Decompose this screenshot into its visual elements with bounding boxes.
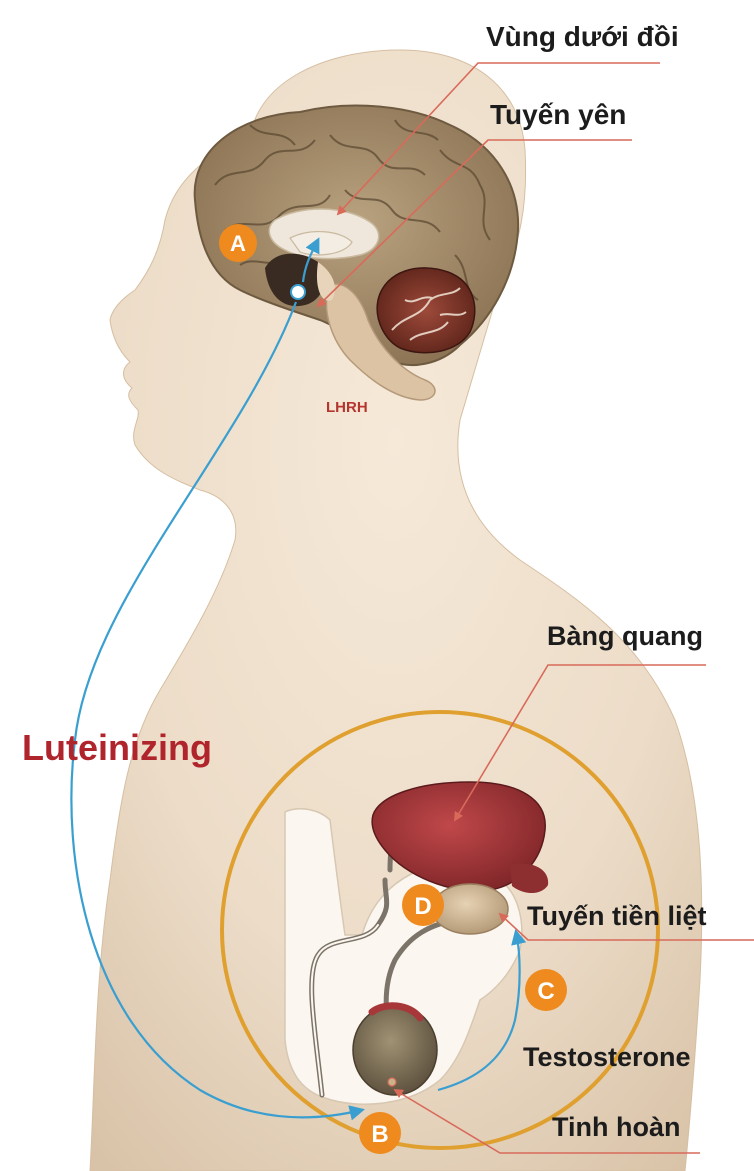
label-luteinizing: Luteinizing [22, 727, 212, 768]
label-bladder: Bàng quang [547, 621, 703, 651]
badge-a: A [219, 224, 257, 262]
label-testosterone: Testosterone [523, 1042, 691, 1072]
label-testis: Tinh hoàn [552, 1112, 681, 1142]
svg-text:D: D [414, 893, 431, 920]
badge-d: D [402, 884, 444, 926]
svg-text:C: C [537, 978, 554, 1005]
label-lhrh: LHRH [326, 399, 368, 416]
testis [353, 1005, 437, 1095]
label-pituitary: Tuyến yên [490, 99, 626, 130]
label-prostate: Tuyến tiền liệt [527, 901, 707, 931]
badge-c: C [525, 969, 567, 1011]
badge-b: B [359, 1112, 401, 1154]
label-hypothalamus: Vùng dưới đồi [486, 21, 679, 52]
svg-text:B: B [371, 1121, 388, 1148]
svg-text:A: A [230, 231, 246, 256]
